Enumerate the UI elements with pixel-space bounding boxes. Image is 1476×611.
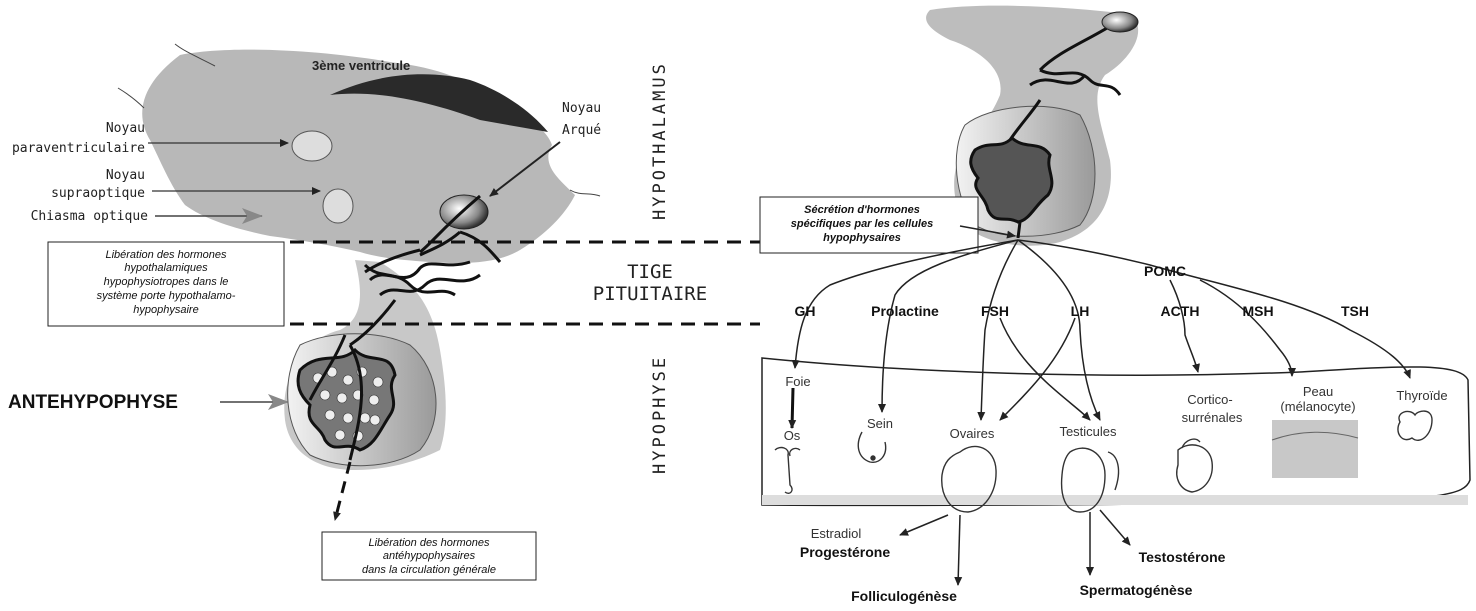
label-msh: MSH xyxy=(1242,303,1273,319)
label-tige-2: PITUITAIRE xyxy=(593,283,707,305)
label-folliculogenese: Folliculogénèse xyxy=(851,588,957,604)
label-third-ventricle: 3ème ventricule xyxy=(312,58,410,73)
label-cortico-1: Cortico- xyxy=(1187,392,1233,407)
label-chiasma: Chiasma optique xyxy=(31,209,149,224)
hypothalamus-body xyxy=(142,50,575,263)
box3-line1: Sécrétion d'hormones xyxy=(804,204,920,216)
box1-line4: système porte hypothalamo- xyxy=(97,290,236,302)
label-foie: Foie xyxy=(785,374,810,389)
label-prolactine: Prolactine xyxy=(871,303,939,319)
label-paraventriculaire-1: Noyau xyxy=(106,121,145,136)
label-supraoptique-1: Noyau xyxy=(106,168,145,183)
label-estradiol: Estradiol xyxy=(811,526,862,541)
label-antehypophyse: ANTEHYPOPHYSE xyxy=(8,392,178,413)
label-spermatogenese: Spermatogénèse xyxy=(1080,582,1193,598)
label-os: Os xyxy=(784,428,801,443)
label-acth: ACTH xyxy=(1161,303,1200,319)
label-pomc: POMC xyxy=(1144,263,1186,279)
box2-line1: Libération des hormones xyxy=(368,537,490,549)
label-supraoptique-2: supraoptique xyxy=(51,186,145,201)
label-ovaires: Ovaires xyxy=(950,426,995,441)
label-sein: Sein xyxy=(867,416,893,431)
label-peau-2: (mélanocyte) xyxy=(1280,399,1355,414)
label-paraventriculaire-2: paraventriculaire xyxy=(12,141,145,156)
label-lh: LH xyxy=(1071,303,1090,319)
noyau-paraventriculaire-shape xyxy=(292,131,332,161)
label-progesterone: Progestérone xyxy=(800,544,890,560)
box1-line3: hypophysiotropes dans le xyxy=(104,276,229,288)
label-noyau-arque-2: Arqué xyxy=(562,123,601,138)
box3-line2: spécifiques par les cellules xyxy=(791,218,933,230)
box2-line3: dans la circulation générale xyxy=(362,564,496,576)
noyau-supraoptique-shape xyxy=(323,189,353,223)
label-fsh: FSH xyxy=(981,303,1009,319)
label-cortico-2: surrénales xyxy=(1182,410,1243,425)
skin-icon xyxy=(1272,420,1358,478)
box1-line1: Libération des hormones xyxy=(105,249,227,261)
label-testosterone: Testostérone xyxy=(1139,549,1226,565)
label-testicules: Testicules xyxy=(1059,424,1117,439)
label-hypothalamus: HYPOTHALAMUS xyxy=(650,61,670,220)
label-tsh: TSH xyxy=(1341,303,1369,319)
label-gh: GH xyxy=(795,303,816,319)
label-thyroide: Thyroïde xyxy=(1396,388,1447,403)
box1-line5: hypophysaire xyxy=(133,304,198,316)
box1-line2: hypothalamiques xyxy=(124,262,208,274)
label-hypophyse: HYPOPHYSE xyxy=(650,355,670,474)
output-arrows xyxy=(900,510,1130,585)
box3-line3: hypophysaires xyxy=(823,232,901,244)
label-noyau-arque-1: Noyau xyxy=(562,101,601,116)
box2-line2: antéhypophysaires xyxy=(383,550,476,562)
label-tige-1: TIGE xyxy=(627,261,673,283)
label-peau-1: Peau xyxy=(1303,384,1333,399)
